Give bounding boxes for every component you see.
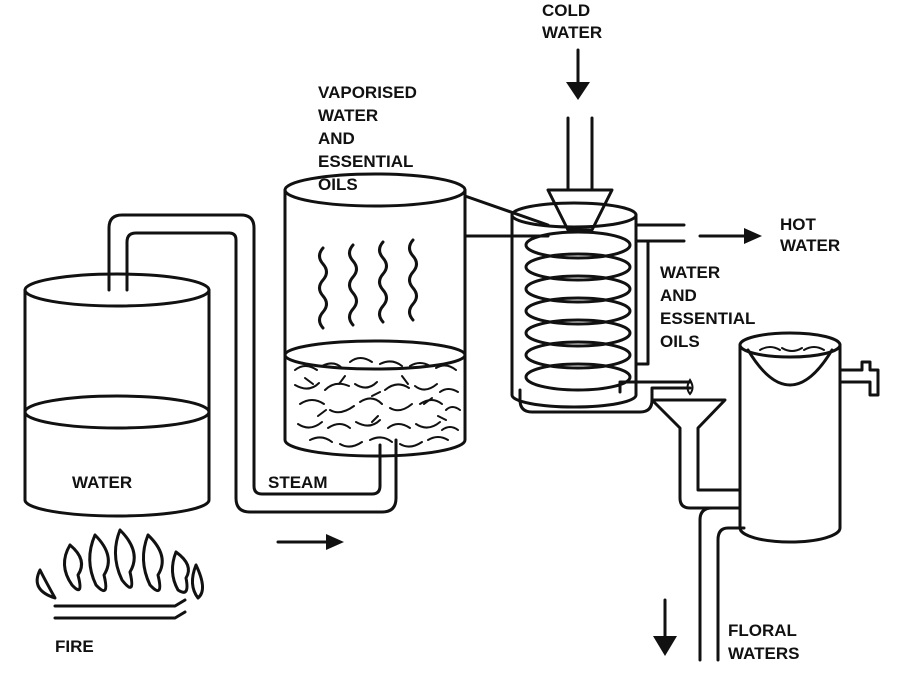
outflow-pipe [698, 506, 746, 662]
fire-flames [35, 528, 204, 600]
water-tank [23, 272, 211, 518]
label-water-essential-oils: WATER AND ESSENTIAL OILS [660, 263, 760, 351]
condensate-pipe [518, 239, 694, 414]
label-steam: STEAM [268, 473, 328, 492]
label-fire: FIRE [55, 637, 94, 656]
separator-vessel [738, 331, 842, 544]
label-water: WATER [72, 473, 132, 492]
steam-flow-arrow [276, 534, 344, 550]
label-hot-water: HOT WATER [780, 215, 840, 255]
vapour-pipe [463, 194, 550, 238]
label-floral-waters: FLORAL WATERS [728, 621, 801, 663]
distillation-vessel [283, 172, 467, 458]
condenser-coil [524, 230, 632, 392]
cold-water-inlet [546, 116, 614, 232]
plant-material [294, 357, 461, 448]
condenser [510, 201, 638, 409]
fire-base [53, 598, 187, 620]
cold-water-arrow [566, 48, 590, 100]
hot-water-arrow [698, 228, 762, 244]
funnel [650, 398, 742, 510]
label-cold-water: COLD WATER [542, 1, 602, 42]
steam-pipe [107, 213, 398, 514]
hot-water-outlet [634, 223, 686, 243]
label-vaporised-water-oils: VAPORISED WATER AND ESSENTIAL OILS [318, 83, 422, 194]
tap-icon [838, 360, 880, 397]
vapour-waves [318, 238, 418, 330]
floral-waters-arrow [653, 598, 677, 656]
